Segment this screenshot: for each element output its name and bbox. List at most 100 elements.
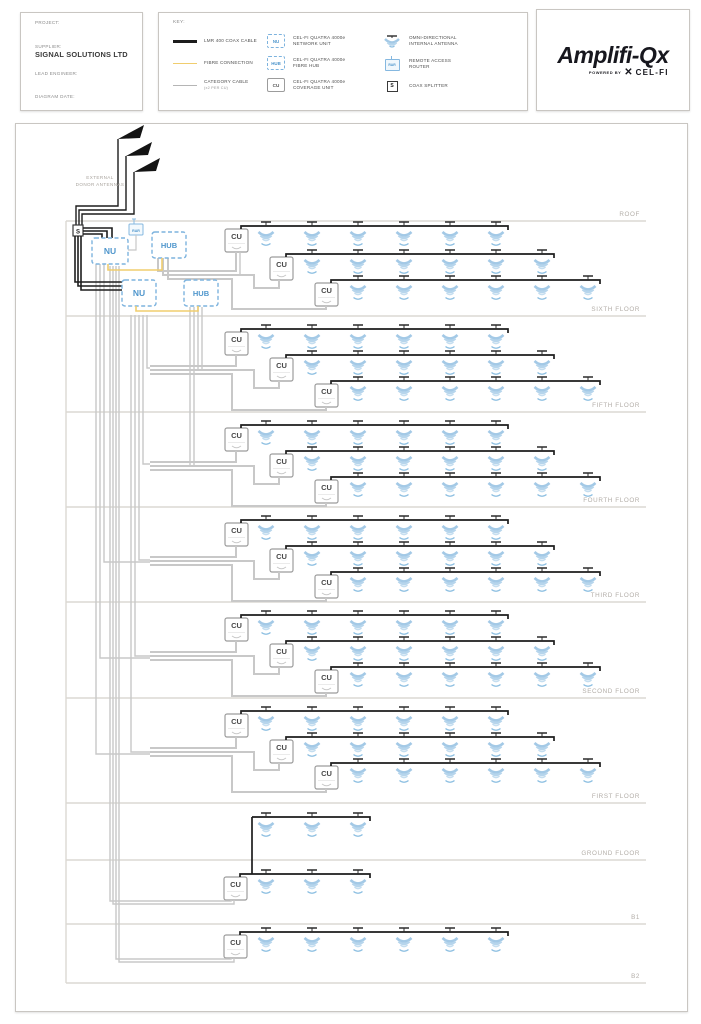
antenna-icon <box>349 567 367 592</box>
cat-cable <box>150 451 237 463</box>
cat-cable <box>150 659 327 697</box>
cu-box <box>223 934 248 959</box>
antenna-icon <box>349 869 367 894</box>
antenna-icon <box>487 732 505 757</box>
key-title: KEY: <box>173 20 185 25</box>
key-row-category-cable-sample: CATEGORY CABLE(x2 PER CU) <box>173 78 267 92</box>
cat-cable <box>150 355 237 367</box>
coax-row-line <box>330 666 601 671</box>
cu-label: CU <box>231 526 242 535</box>
coax-row-line <box>240 614 509 619</box>
antenna-icon <box>303 446 321 471</box>
coax-row-line <box>239 873 371 878</box>
antenna-icon <box>441 662 459 687</box>
cu-box <box>223 876 248 901</box>
antenna-icon <box>303 541 321 566</box>
antenna-icon <box>579 567 597 592</box>
antenna-icon <box>257 706 275 731</box>
cat-trunk <box>99 264 150 659</box>
floor-label: THIRD FLOOR <box>591 592 640 599</box>
antenna-icon <box>303 636 321 661</box>
coax-row-line <box>252 816 371 821</box>
antenna-icon <box>349 249 367 274</box>
supplier-label: SUPPLIER: <box>35 44 62 49</box>
donor-antenna-icon <box>118 125 144 139</box>
antenna-icon <box>395 350 413 375</box>
cat-trunk <box>142 315 150 465</box>
coax-row-line <box>240 519 509 524</box>
coax-row-line <box>330 476 601 481</box>
cat-cable <box>150 751 280 771</box>
donor-antenna-icon <box>126 142 152 156</box>
key-columns: LMR 400 COAX CABLE FIBRE CONNECTION CATE… <box>173 34 519 101</box>
cu-glyph <box>321 300 332 304</box>
antenna-icon <box>533 758 551 783</box>
coax-row-line <box>285 640 555 645</box>
coax-cable <box>74 236 122 283</box>
antenna-icon <box>395 515 413 540</box>
hub-label: HUB <box>193 289 210 298</box>
antenna-icon <box>441 567 459 592</box>
cu-box <box>269 256 294 281</box>
cu-box <box>269 739 294 764</box>
cu-label: CU <box>276 647 287 656</box>
antenna-icon <box>395 221 413 246</box>
cu-glyph <box>231 635 242 639</box>
antenna-icon <box>441 221 459 246</box>
schematic-frame <box>15 123 688 1012</box>
antenna-icon <box>441 732 459 757</box>
coax-row-line <box>285 545 555 550</box>
floor-label: SECOND FLOOR <box>582 688 640 695</box>
antenna-icon <box>395 420 413 445</box>
antenna-icon <box>395 249 413 274</box>
cu-label: CU <box>231 717 242 726</box>
cat-cable <box>150 546 237 558</box>
antenna-icon <box>257 812 275 837</box>
antenna-icon <box>487 515 505 540</box>
coax-row-line <box>240 225 509 230</box>
antenna-icon <box>395 610 413 635</box>
cat-cable <box>118 266 235 963</box>
antenna-icon <box>349 350 367 375</box>
coax-row-line <box>239 931 509 936</box>
coax-row-line <box>240 710 509 715</box>
donor-coax-cable <box>81 172 135 226</box>
cat-cable <box>150 560 280 580</box>
floor-label: FIFTH FLOOR <box>592 402 640 409</box>
antenna-icon <box>533 662 551 687</box>
splitter-label: S <box>76 230 80 236</box>
cu-glyph <box>231 540 242 544</box>
cu-label: CU <box>276 552 287 561</box>
antenna-icon <box>487 758 505 783</box>
coax-cable-sample <box>173 39 197 43</box>
project-title-block: PROJECT: SUPPLIER: SIGNAL SOLUTIONS LTD … <box>20 12 143 111</box>
antenna-icon <box>441 515 459 540</box>
cu-label: CU <box>321 286 332 295</box>
antenna-icon <box>257 221 275 246</box>
antenna-icon <box>441 706 459 731</box>
floor-label: GROUND FLOOR <box>581 850 640 857</box>
antenna-icon <box>533 472 551 497</box>
hub-unit-icon: HUB <box>267 56 285 70</box>
antenna-icon <box>441 758 459 783</box>
antenna-icon <box>579 275 597 300</box>
antenna-icon <box>395 376 413 401</box>
cat-cable <box>157 252 237 272</box>
antenna-icon <box>303 812 321 837</box>
antenna-icon <box>487 927 505 952</box>
antenna-icon <box>487 706 505 731</box>
cu-glyph <box>276 375 287 379</box>
antenna-icon <box>533 249 551 274</box>
cat-cable <box>109 266 232 902</box>
cat-cable <box>150 737 237 749</box>
fibre-cable-sample <box>173 62 197 64</box>
antenna-icon <box>395 446 413 471</box>
antenna-icon <box>441 324 459 349</box>
donor-coax-cable <box>75 139 119 226</box>
antenna-icon <box>349 812 367 837</box>
antenna-icon <box>349 927 367 952</box>
key-row-coax-cable-sample: LMR 400 COAX CABLE <box>173 34 267 48</box>
